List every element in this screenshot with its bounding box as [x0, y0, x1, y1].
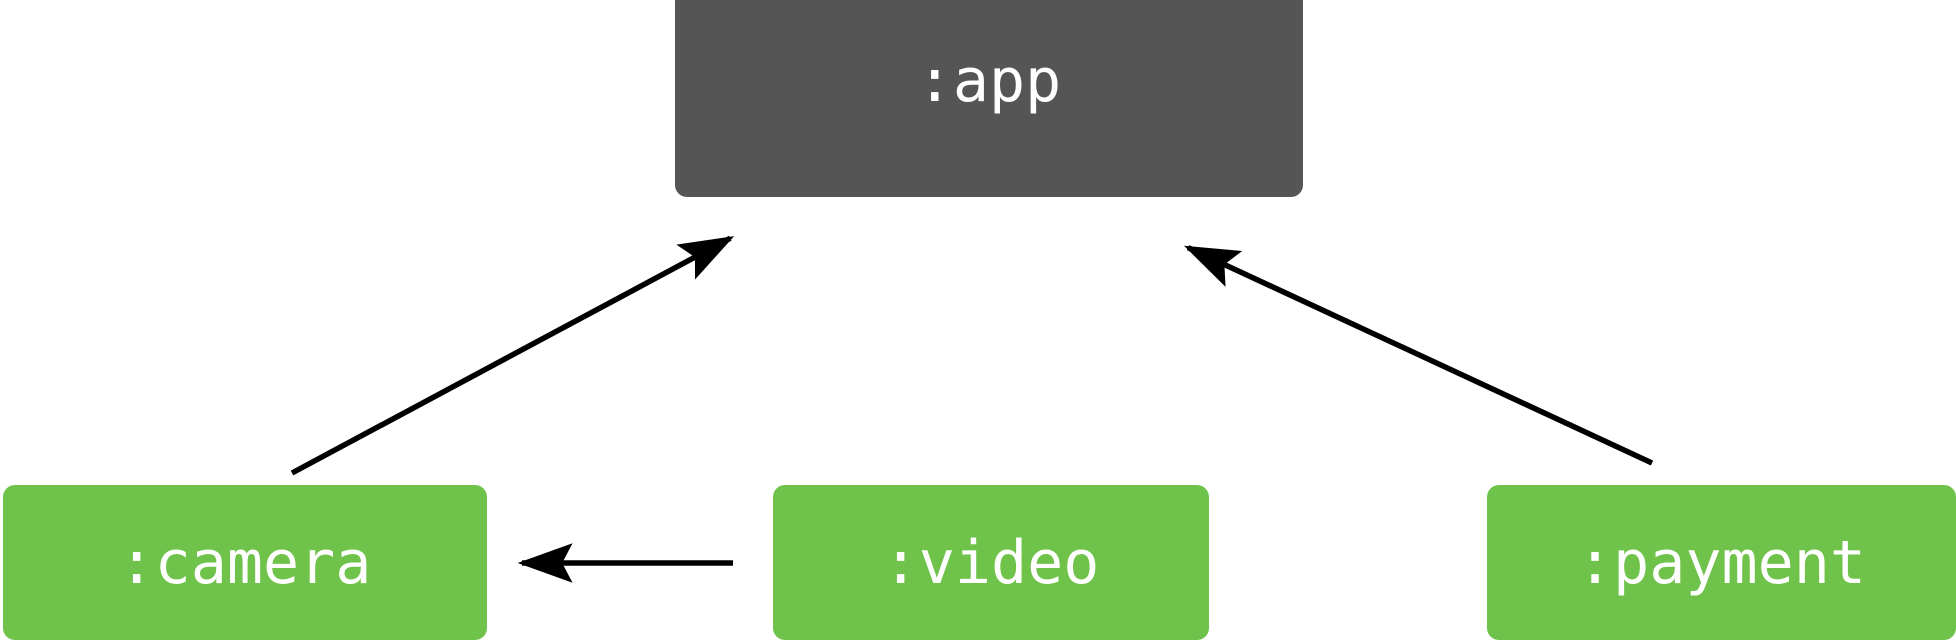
edge-camera-to-app	[290, 235, 735, 476]
node-camera-label: :camera	[118, 527, 372, 598]
node-app[interactable]: :app	[675, 0, 1303, 197]
node-video-label: :video	[882, 527, 1100, 598]
node-payment[interactable]: :payment	[1487, 485, 1956, 640]
node-app-label: :app	[916, 46, 1062, 116]
node-video[interactable]: :video	[773, 485, 1209, 640]
node-payment-label: :payment	[1577, 527, 1866, 598]
node-camera[interactable]: :camera	[3, 485, 487, 640]
edge-payment-to-app	[1183, 245, 1654, 466]
